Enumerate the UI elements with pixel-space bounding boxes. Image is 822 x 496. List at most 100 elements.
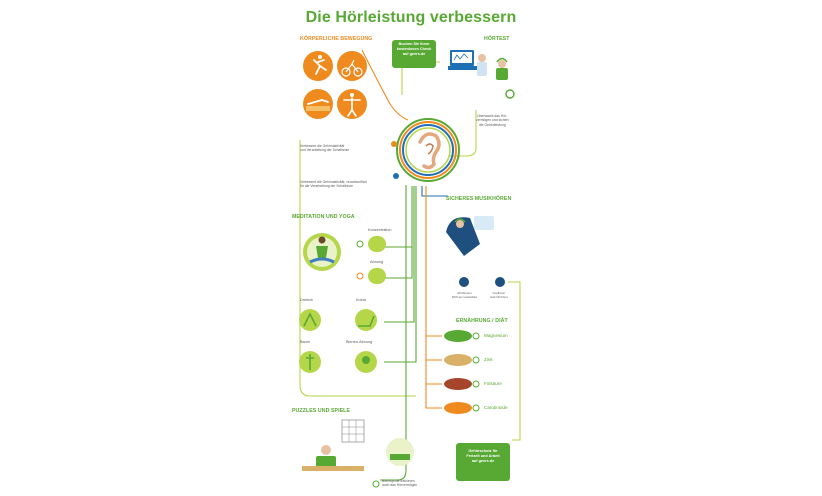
crossword-grid — [341, 419, 365, 443]
konzentration-icon — [356, 240, 364, 248]
label-konzentration: Konzentration — [368, 228, 392, 232]
baum-figure — [306, 354, 314, 370]
section-hoertest: HÖRTEST — [484, 36, 510, 42]
heart-icon — [391, 141, 397, 147]
bewegung-note-1-line-1: Verbessert die Gehirnaktivität — [300, 144, 345, 148]
swimmer-figure — [307, 99, 329, 105]
meditator-legs — [309, 257, 335, 264]
music-illustration — [446, 216, 505, 287]
orange-connector — [361, 49, 409, 121]
hoertest-note-line-1: Überwacht das Hör- — [477, 114, 508, 118]
bike-frame — [345, 59, 359, 73]
nutrient-carotinoide: Carotinoide — [484, 405, 508, 410]
bienen-figure — [362, 356, 370, 364]
label-baum: Baum — [300, 340, 310, 344]
section-koerperliche-bewegung: KÖRPERLICHE BEWEGUNG — [300, 36, 373, 42]
section-ernaehrung: ERNÄHRUNG / DIÄT — [456, 318, 508, 324]
label-atmung: Atmung — [370, 260, 384, 264]
listener-head — [456, 220, 464, 228]
zink-food — [444, 354, 472, 366]
dreieck-figure — [303, 312, 317, 327]
nutrition-illustrations — [444, 330, 480, 414]
label-bienen-atmung: Bienen-Atmung — [346, 340, 373, 344]
headphones-note: Kopfhörer statt Ohrhörer — [490, 291, 508, 299]
ring-orange — [399, 121, 457, 179]
doctor-head — [478, 54, 486, 62]
check-icon — [505, 89, 515, 99]
konzentration-pose — [368, 236, 386, 252]
ear-emblem — [391, 118, 460, 182]
booking-line-3: auf geers.de — [402, 52, 426, 56]
ear-icon — [418, 132, 441, 170]
connector-lines — [299, 49, 521, 481]
doctor-coat — [477, 62, 487, 76]
table — [302, 466, 364, 471]
label-kobra: Kobra — [356, 298, 367, 302]
hoertest-note: Überwacht das Hör- vermögen und sichert … — [476, 114, 509, 127]
crossword-lines — [342, 420, 364, 442]
protection-connector — [508, 281, 521, 441]
volume-note-line-2: 60% der Lautstärke — [452, 294, 478, 299]
ring-blue — [402, 124, 454, 176]
runner-head — [318, 55, 322, 59]
label-dreieck: Dreieck — [300, 298, 313, 302]
puzzler-head — [321, 445, 331, 455]
bike-wheel-front — [353, 67, 363, 77]
brain-training-icon — [372, 480, 380, 488]
bewegung-note-1: Verbessert die Gehirnaktivität und Verar… — [300, 144, 349, 153]
yoga-connector-4 — [384, 186, 417, 363]
section-meditation-yoga: MEDITATION UND YOGA — [292, 214, 355, 220]
magnesium-icon — [472, 332, 480, 340]
monitor-screen — [452, 52, 472, 63]
nutrition-connector-1 — [425, 186, 442, 337]
puzzle-note: Bremsprüfe trainieren auch das Hörvermög… — [382, 479, 417, 488]
headphone-choice-icon — [495, 277, 505, 287]
carotinoide-food — [444, 402, 472, 414]
swimming-icon — [303, 89, 333, 119]
kobra-figure — [358, 315, 375, 327]
exercise-icons — [303, 51, 367, 119]
kobra-pose — [355, 309, 377, 331]
puzzle-illustration — [302, 419, 414, 488]
bewegung-note-1-line-2: und Verarbeitung der Schallreize — [300, 148, 350, 153]
hoertest-illustration — [448, 50, 515, 99]
hoertest-connector — [450, 110, 477, 157]
magnesium-food — [444, 330, 472, 342]
yoga-connector-3 — [384, 186, 415, 323]
yoga-illustrations — [299, 233, 386, 373]
cycling-icon — [337, 51, 367, 81]
brain-icon — [393, 173, 399, 179]
protection-line-2: Freizeit und Arbeit — [466, 454, 500, 458]
chess-players-circle — [386, 438, 414, 466]
puzzle-note-line-1: Bremsprüfe trainieren — [382, 479, 415, 483]
running-icon — [303, 51, 333, 81]
stretch-figure — [343, 97, 361, 117]
water-band — [306, 106, 330, 111]
bewegung-note-2: Verbessert die Gehirnaktivität, verantwo… — [300, 180, 367, 189]
bike-wheel-back — [341, 67, 351, 77]
nutrient-magnesium: Magnesium — [484, 333, 508, 338]
stretch-head — [350, 93, 354, 97]
chair — [446, 217, 480, 256]
infographic-artwork — [299, 49, 521, 488]
bewegung-note-2-line-1: Verbessert die Gehirnaktivität, verantwo… — [300, 180, 368, 184]
left-main-connector — [299, 140, 416, 397]
volume-note: 60 Minuten 60% der Lautstärke — [452, 291, 478, 299]
section-sicheres-musikhoeren: SICHERES MUSIKHÖREN — [446, 196, 512, 202]
ring-outer — [396, 118, 460, 182]
sound-waves — [474, 216, 494, 230]
yoga-connector-2 — [380, 247, 413, 279]
meditator-body — [316, 246, 328, 258]
booking-line-1: Buchen Sie Ihren — [398, 42, 430, 46]
headphones-icon — [454, 218, 466, 223]
folsaeure-icon — [472, 380, 480, 388]
page-title: Die Hörleistung verbessern — [305, 9, 517, 26]
volume-icon — [459, 277, 469, 287]
nutrition-connector-2 — [425, 336, 442, 361]
patient-body — [496, 68, 508, 80]
puzzle-note-line-2: auch das Hörvermögen — [382, 483, 418, 488]
headphone-icon — [496, 57, 508, 63]
atmung-icon — [356, 272, 364, 280]
nutrition-connector-3 — [425, 360, 442, 385]
